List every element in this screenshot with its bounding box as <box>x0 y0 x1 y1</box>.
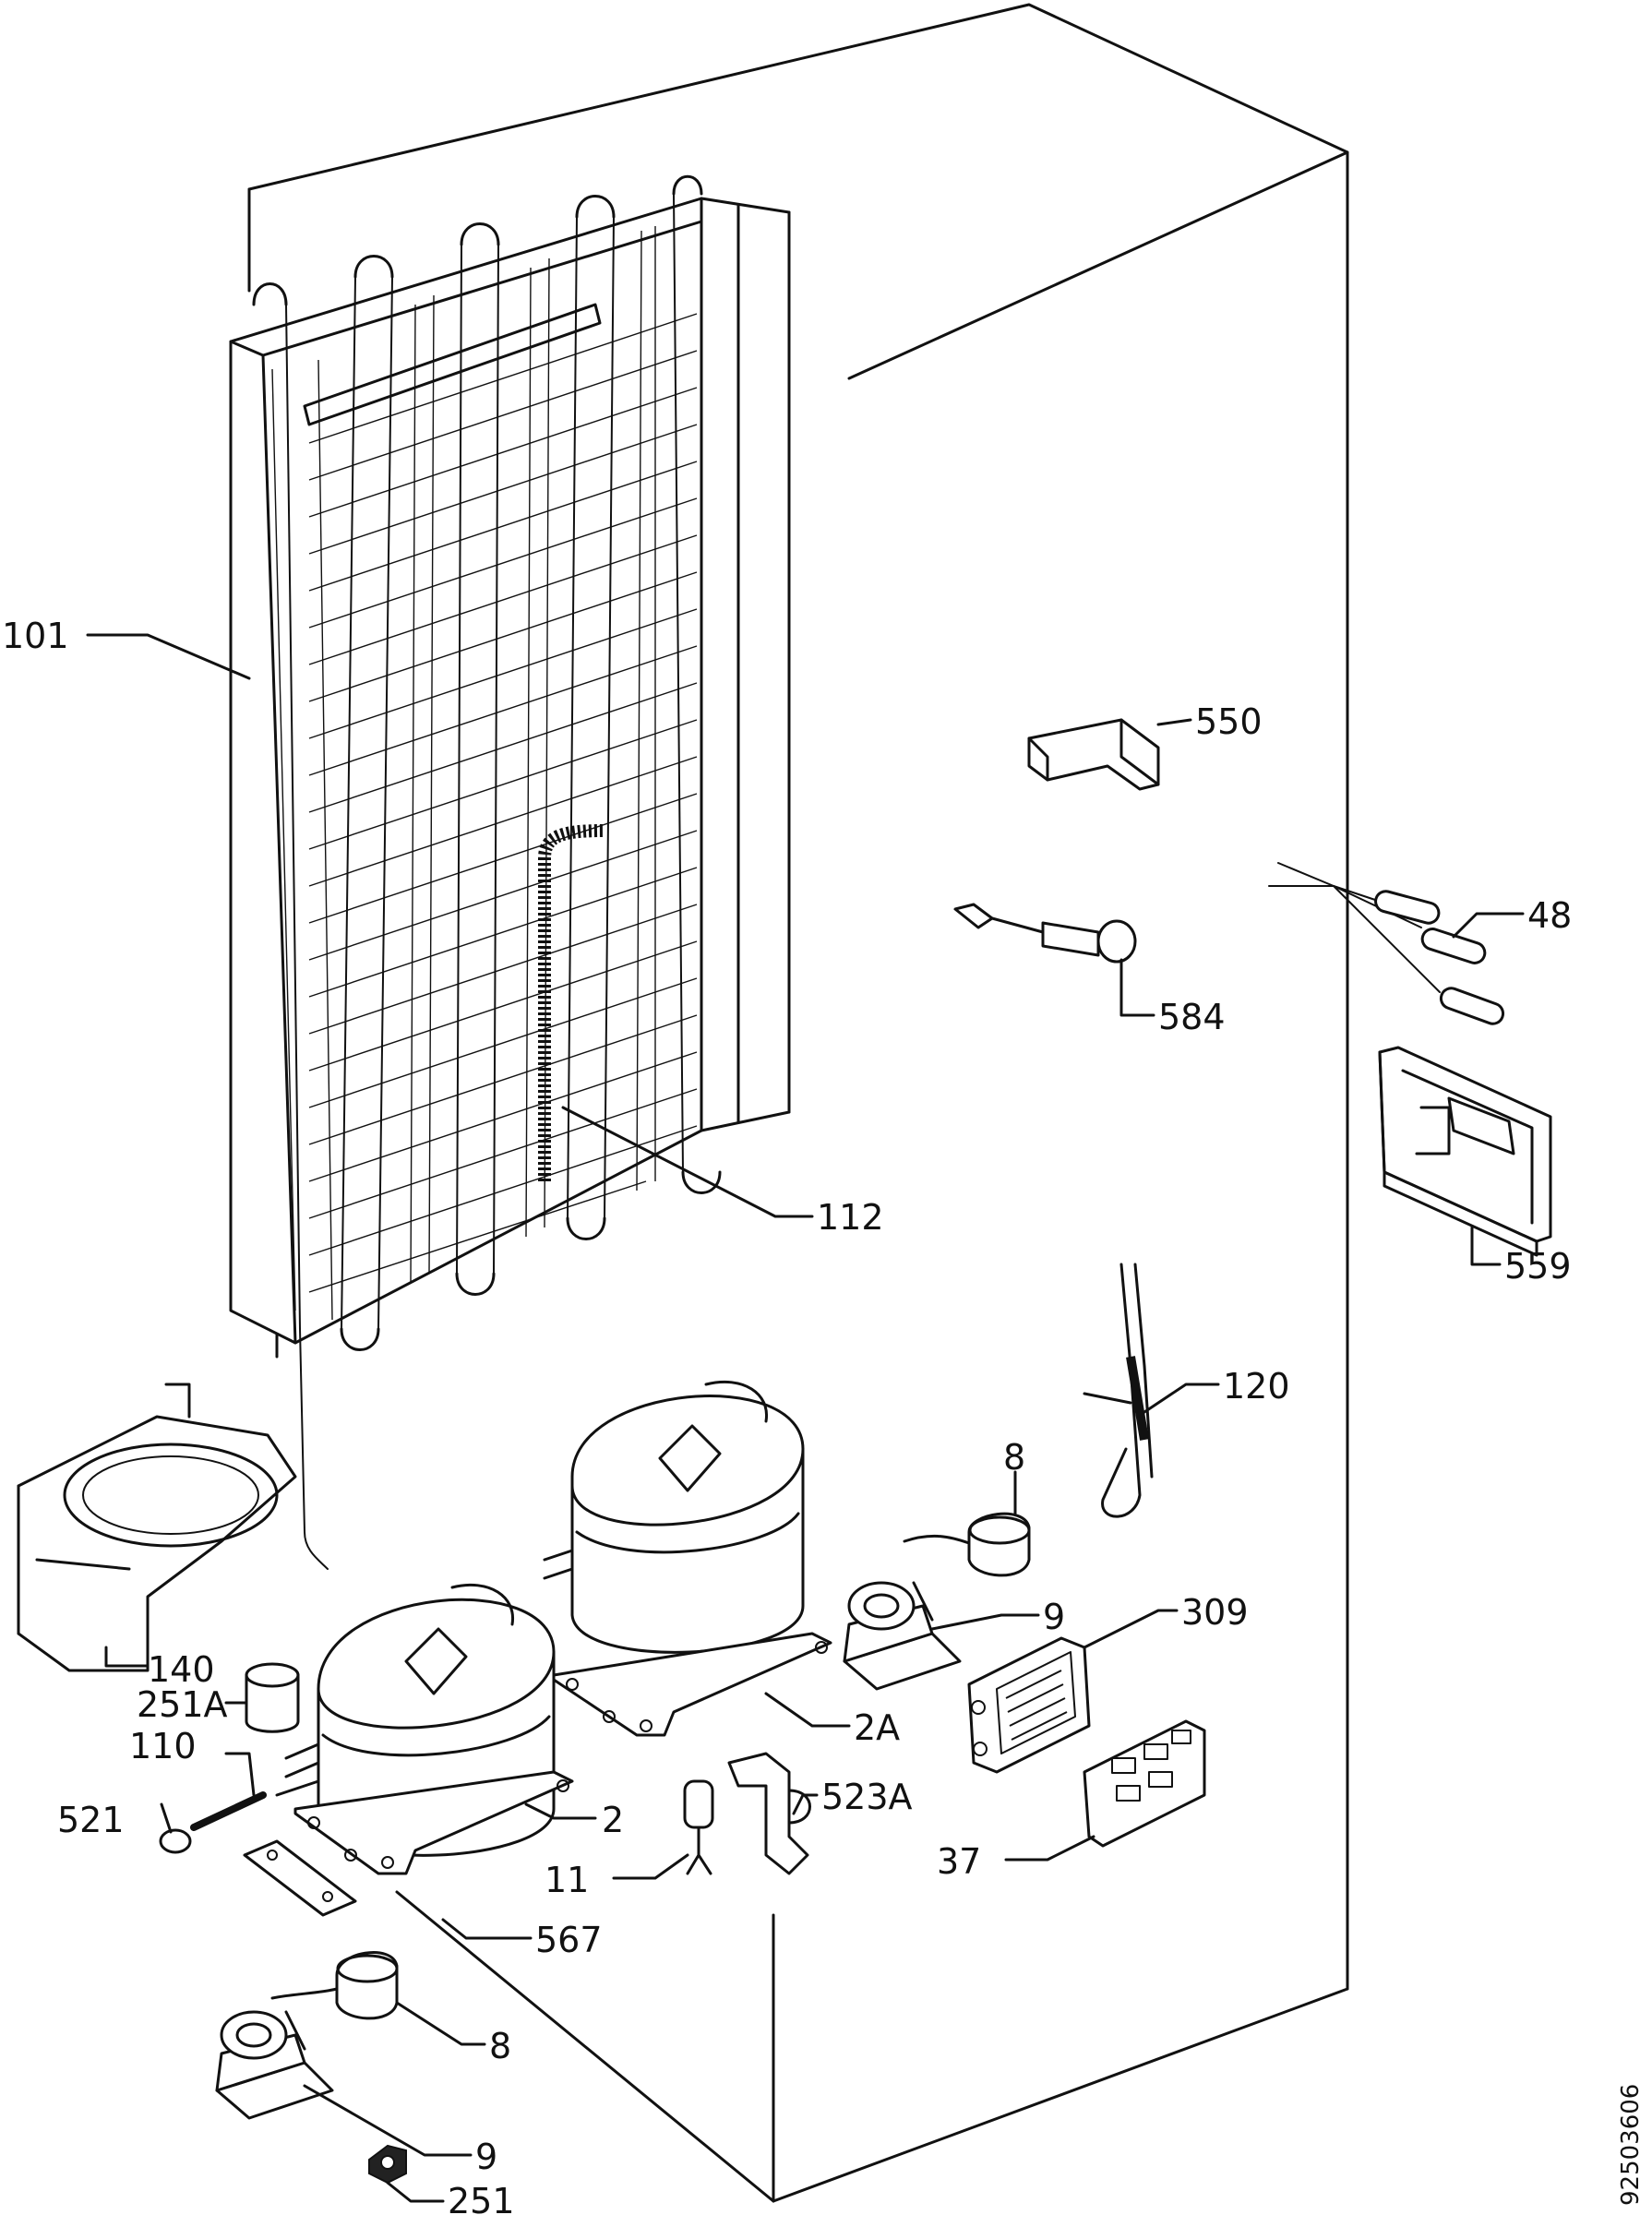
drawing-number: 92503606 <box>1617 2084 1645 2206</box>
condenser-fins <box>271 226 698 1321</box>
thermal-protector-lower <box>270 1951 399 2020</box>
label-584: 584 <box>1158 997 1226 1037</box>
label-9-lower: 9 <box>475 2137 497 2177</box>
label-120: 120 <box>1223 1366 1290 1407</box>
leader-lines <box>86 633 1525 2203</box>
grommet-521 <box>159 1828 192 1854</box>
label-251a: 251A <box>137 1684 228 1725</box>
label-9-upper: 9 <box>1043 1597 1065 1637</box>
part-labels: 101 112 550 48 584 559 120 8 9 309 140 2… <box>2 616 1645 2215</box>
cabinet-outline <box>247 3 1349 2203</box>
flexible-hose <box>538 824 605 1181</box>
clip-550 <box>1027 718 1160 791</box>
label-8-lower: 8 <box>489 2026 511 2066</box>
label-251: 251 <box>448 2181 515 2215</box>
label-140: 140 <box>148 1649 215 1690</box>
pin-110 <box>190 1791 267 1831</box>
label-2: 2 <box>602 1800 624 1840</box>
cover-plate-559 <box>1378 1046 1552 1257</box>
label-8-upper: 8 <box>1003 1437 1025 1478</box>
sleeve-251a <box>245 1662 300 1733</box>
plate-567 <box>243 1839 357 1917</box>
fuses-48 <box>1268 862 1505 1025</box>
compressor-2a <box>543 1380 832 1737</box>
terminal-board-37 <box>1083 1719 1206 1848</box>
nut-251 <box>368 2144 407 2185</box>
label-37: 37 <box>937 1841 981 1882</box>
thermostat-584 <box>953 903 1137 964</box>
relay-upper <box>843 1581 962 1691</box>
label-567: 567 <box>535 1920 603 1960</box>
condenser <box>229 174 791 1570</box>
label-559: 559 <box>1504 1246 1572 1287</box>
label-309: 309 <box>1181 1592 1249 1633</box>
wiring-loom-120 <box>1083 1263 1154 1518</box>
condenser-tubes <box>285 193 684 1330</box>
label-523a: 523A <box>821 1777 913 1817</box>
drip-tray <box>17 1383 297 1672</box>
label-2a: 2A <box>854 1707 900 1748</box>
relay-lower <box>215 2010 334 2120</box>
label-112: 112 <box>817 1197 884 1238</box>
label-11: 11 <box>545 1860 589 1900</box>
thermal-protector-upper <box>903 1512 1031 1577</box>
label-48: 48 <box>1527 895 1572 936</box>
label-521: 521 <box>57 1800 125 1840</box>
relay-block-309 <box>967 1636 1091 1774</box>
capacitor-11 <box>683 1779 714 1875</box>
bracket-523a <box>727 1752 811 1875</box>
label-550: 550 <box>1195 701 1263 742</box>
label-110: 110 <box>129 1726 197 1766</box>
compressor-2 <box>275 1583 574 1875</box>
label-101: 101 <box>2 616 69 656</box>
